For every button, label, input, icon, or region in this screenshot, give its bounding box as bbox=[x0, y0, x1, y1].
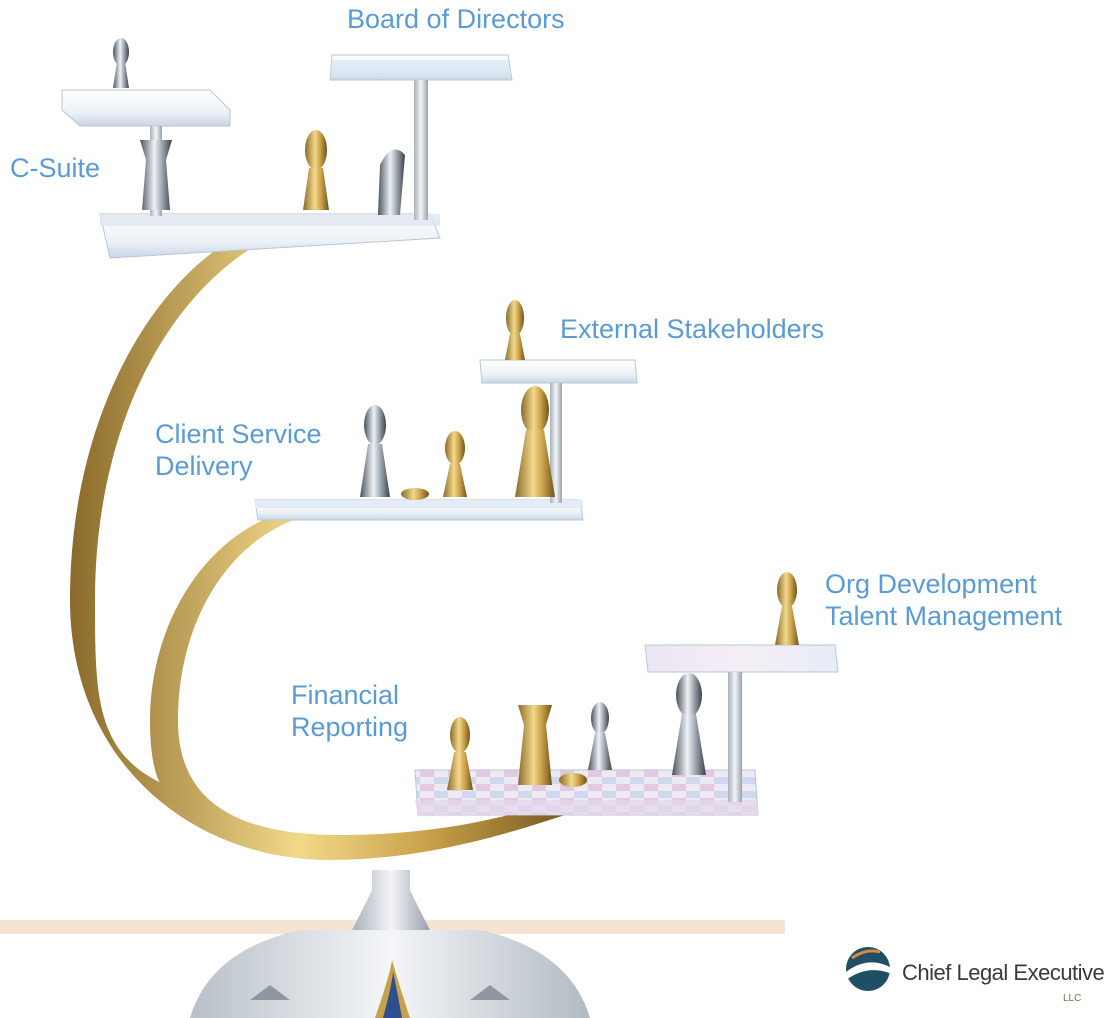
label-client-service-line2: Delivery bbox=[155, 451, 253, 481]
silver-pawn-icon bbox=[588, 702, 612, 770]
golden-arc-support bbox=[70, 232, 580, 860]
gold-pawn-icon bbox=[443, 431, 467, 497]
silver-knight-icon bbox=[378, 149, 405, 215]
gold-pawn-base-icon bbox=[559, 773, 587, 787]
gold-pawn-icon bbox=[447, 717, 473, 790]
attack-board-directors bbox=[329, 54, 513, 220]
globe-swoosh-icon bbox=[846, 947, 892, 991]
label-c-suite: C-Suite bbox=[10, 153, 101, 183]
attack-board-org-development bbox=[644, 644, 839, 802]
silver-rook-icon bbox=[140, 140, 172, 210]
chess-pieces bbox=[113, 38, 799, 790]
label-financial-line2: Reporting bbox=[291, 712, 409, 742]
label-board-of-directors: Board of Directors bbox=[347, 4, 565, 34]
label-client-service-line1: Client Service bbox=[155, 419, 322, 449]
company-logo-name: Chief Legal Executive bbox=[902, 960, 1105, 985]
label-org-development-line1: Org Development bbox=[825, 569, 1037, 599]
gold-pawn-base-icon bbox=[401, 488, 429, 500]
chess-set-base bbox=[190, 870, 590, 1018]
gold-pawn-icon bbox=[775, 572, 799, 645]
attack-board-external bbox=[479, 359, 638, 503]
gold-rook-icon bbox=[518, 705, 552, 785]
financial-reporting-board bbox=[414, 769, 759, 816]
csuite-board bbox=[99, 213, 441, 259]
gold-bishop-icon bbox=[515, 386, 555, 497]
silver-bishop-icon bbox=[360, 405, 390, 497]
silver-bishop-icon bbox=[672, 673, 706, 775]
label-org-development-line2: Talent Management bbox=[825, 601, 1063, 631]
company-logo-suffix: LLC bbox=[1063, 993, 1082, 1004]
gold-bishop-icon bbox=[303, 130, 329, 210]
label-external-stakeholders: External Stakeholders bbox=[560, 314, 825, 344]
label-financial-line1: Financial bbox=[291, 680, 400, 710]
client-service-board bbox=[254, 499, 584, 521]
gold-bishop-icon bbox=[505, 300, 525, 360]
silver-pawn-icon bbox=[113, 38, 129, 88]
